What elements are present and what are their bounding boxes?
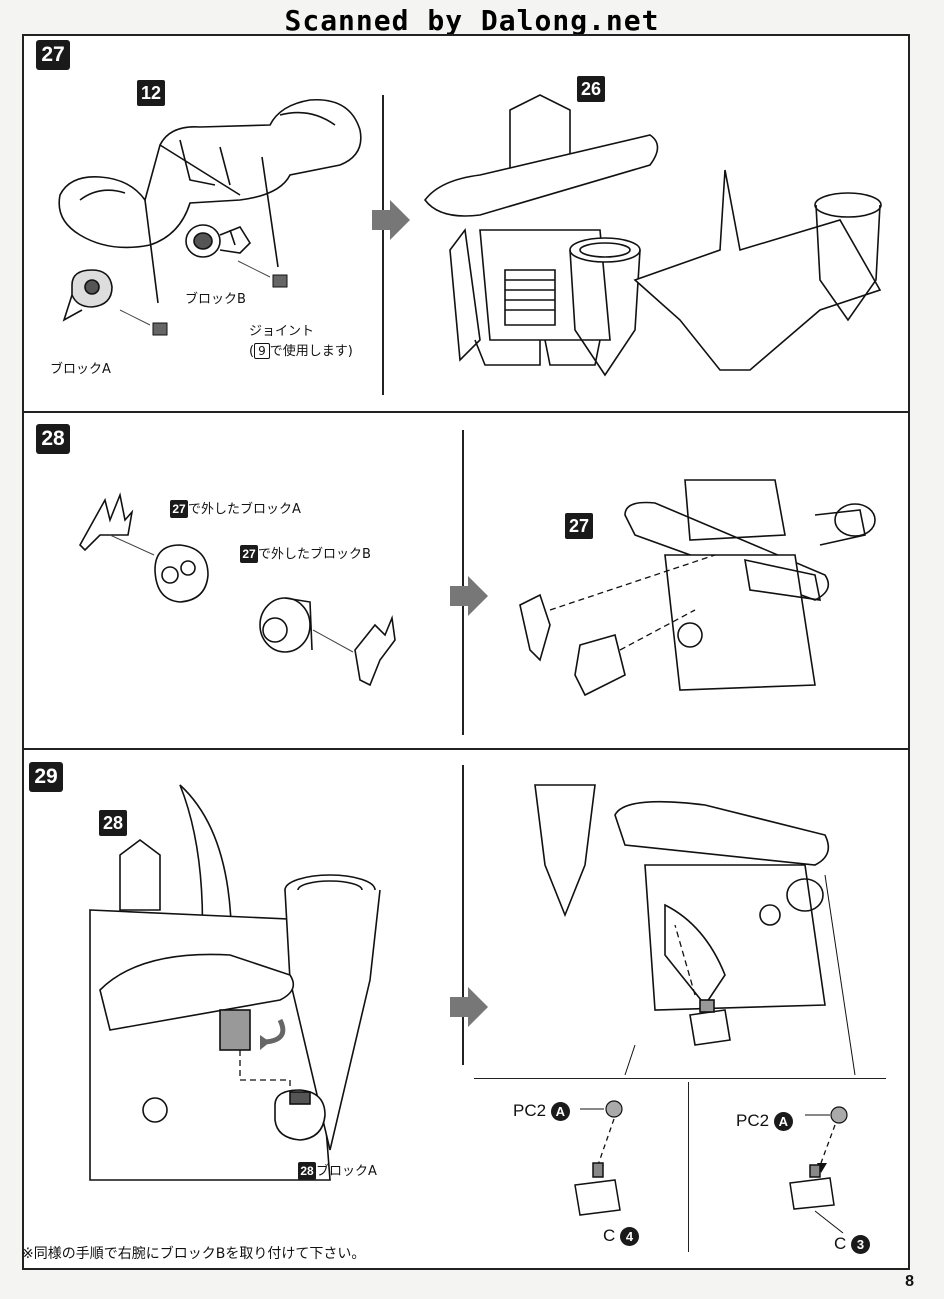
robot-hand-attach-illustration (534, 784, 856, 1076)
removed-block-b-text: で外したブロックB (258, 547, 371, 562)
pc2-joint-right-illustration (789, 1106, 848, 1234)
block-a-step-ref: 28 (298, 1162, 316, 1180)
pc2-label-right: PC2 A (736, 1111, 793, 1132)
c-circle-left: 4 (620, 1227, 640, 1247)
detail-col-divider (688, 1082, 689, 1252)
block-disassembly-illustration (79, 492, 396, 687)
removed-block-b-ref: 27 (240, 545, 258, 563)
removed-block-a-text: で外したブロックA (188, 502, 301, 517)
step-number-badge: 28 (36, 424, 70, 454)
scan-credit: Scanned by Dalong.net (284, 4, 660, 37)
c-text-left: C (603, 1226, 616, 1245)
footnote: ※同様の手順で右腕にブロックBを取り付けて下さい。 (22, 1246, 366, 1262)
c3-label-right: C 3 (834, 1234, 871, 1255)
c-text-right: C (834, 1234, 847, 1253)
col-divider-3 (462, 765, 464, 1065)
part-ref-badge: 28 (99, 810, 127, 836)
backpack-illustration (58, 98, 362, 336)
step-arrow-right (450, 576, 488, 616)
joint-note-text: で使用します) (269, 344, 353, 359)
detail-divider (474, 1078, 886, 1079)
page-number: 8 (905, 1273, 914, 1290)
joint-label: ジョイント (249, 324, 315, 339)
removed-block-a-ref: 27 (170, 500, 188, 518)
block-a-text: ブロックA (316, 1164, 377, 1179)
row-divider-2 (22, 748, 908, 750)
step-arrow-right (372, 200, 410, 240)
robot-arm-block-a-illustration (89, 784, 381, 1181)
result-ref-badge: 27 (565, 513, 593, 539)
step-number-badge: 29 (29, 762, 63, 792)
pc2-text-left: PC2 (513, 1101, 547, 1120)
robot-attach-blocks-illustration (519, 479, 876, 697)
row-divider-1 (22, 411, 908, 413)
joint-note-step-ref: 9 (254, 343, 270, 359)
result-ref-badge: 26 (577, 76, 605, 102)
pc2-joint-left-illustration (574, 1100, 623, 1216)
part-ref-badge: 12 (137, 80, 165, 106)
block-a-label: ブロックA (50, 362, 111, 377)
step-number-badge: 27 (36, 40, 70, 70)
block-b-label: ブロックB (185, 292, 246, 307)
c4-label-left: C 4 (603, 1226, 640, 1247)
pc2-text-right: PC2 (736, 1111, 770, 1130)
col-divider-2 (462, 430, 464, 735)
pc2-circle-right: A (773, 1112, 793, 1132)
step-arrow-right (450, 987, 488, 1027)
pc2-circle-left: A (550, 1102, 570, 1122)
c-circle-right: 3 (851, 1235, 871, 1255)
col-divider-1 (382, 95, 384, 395)
robot-with-backpack-illustration (423, 94, 882, 377)
pc2-label-left: PC2 A (513, 1101, 570, 1122)
